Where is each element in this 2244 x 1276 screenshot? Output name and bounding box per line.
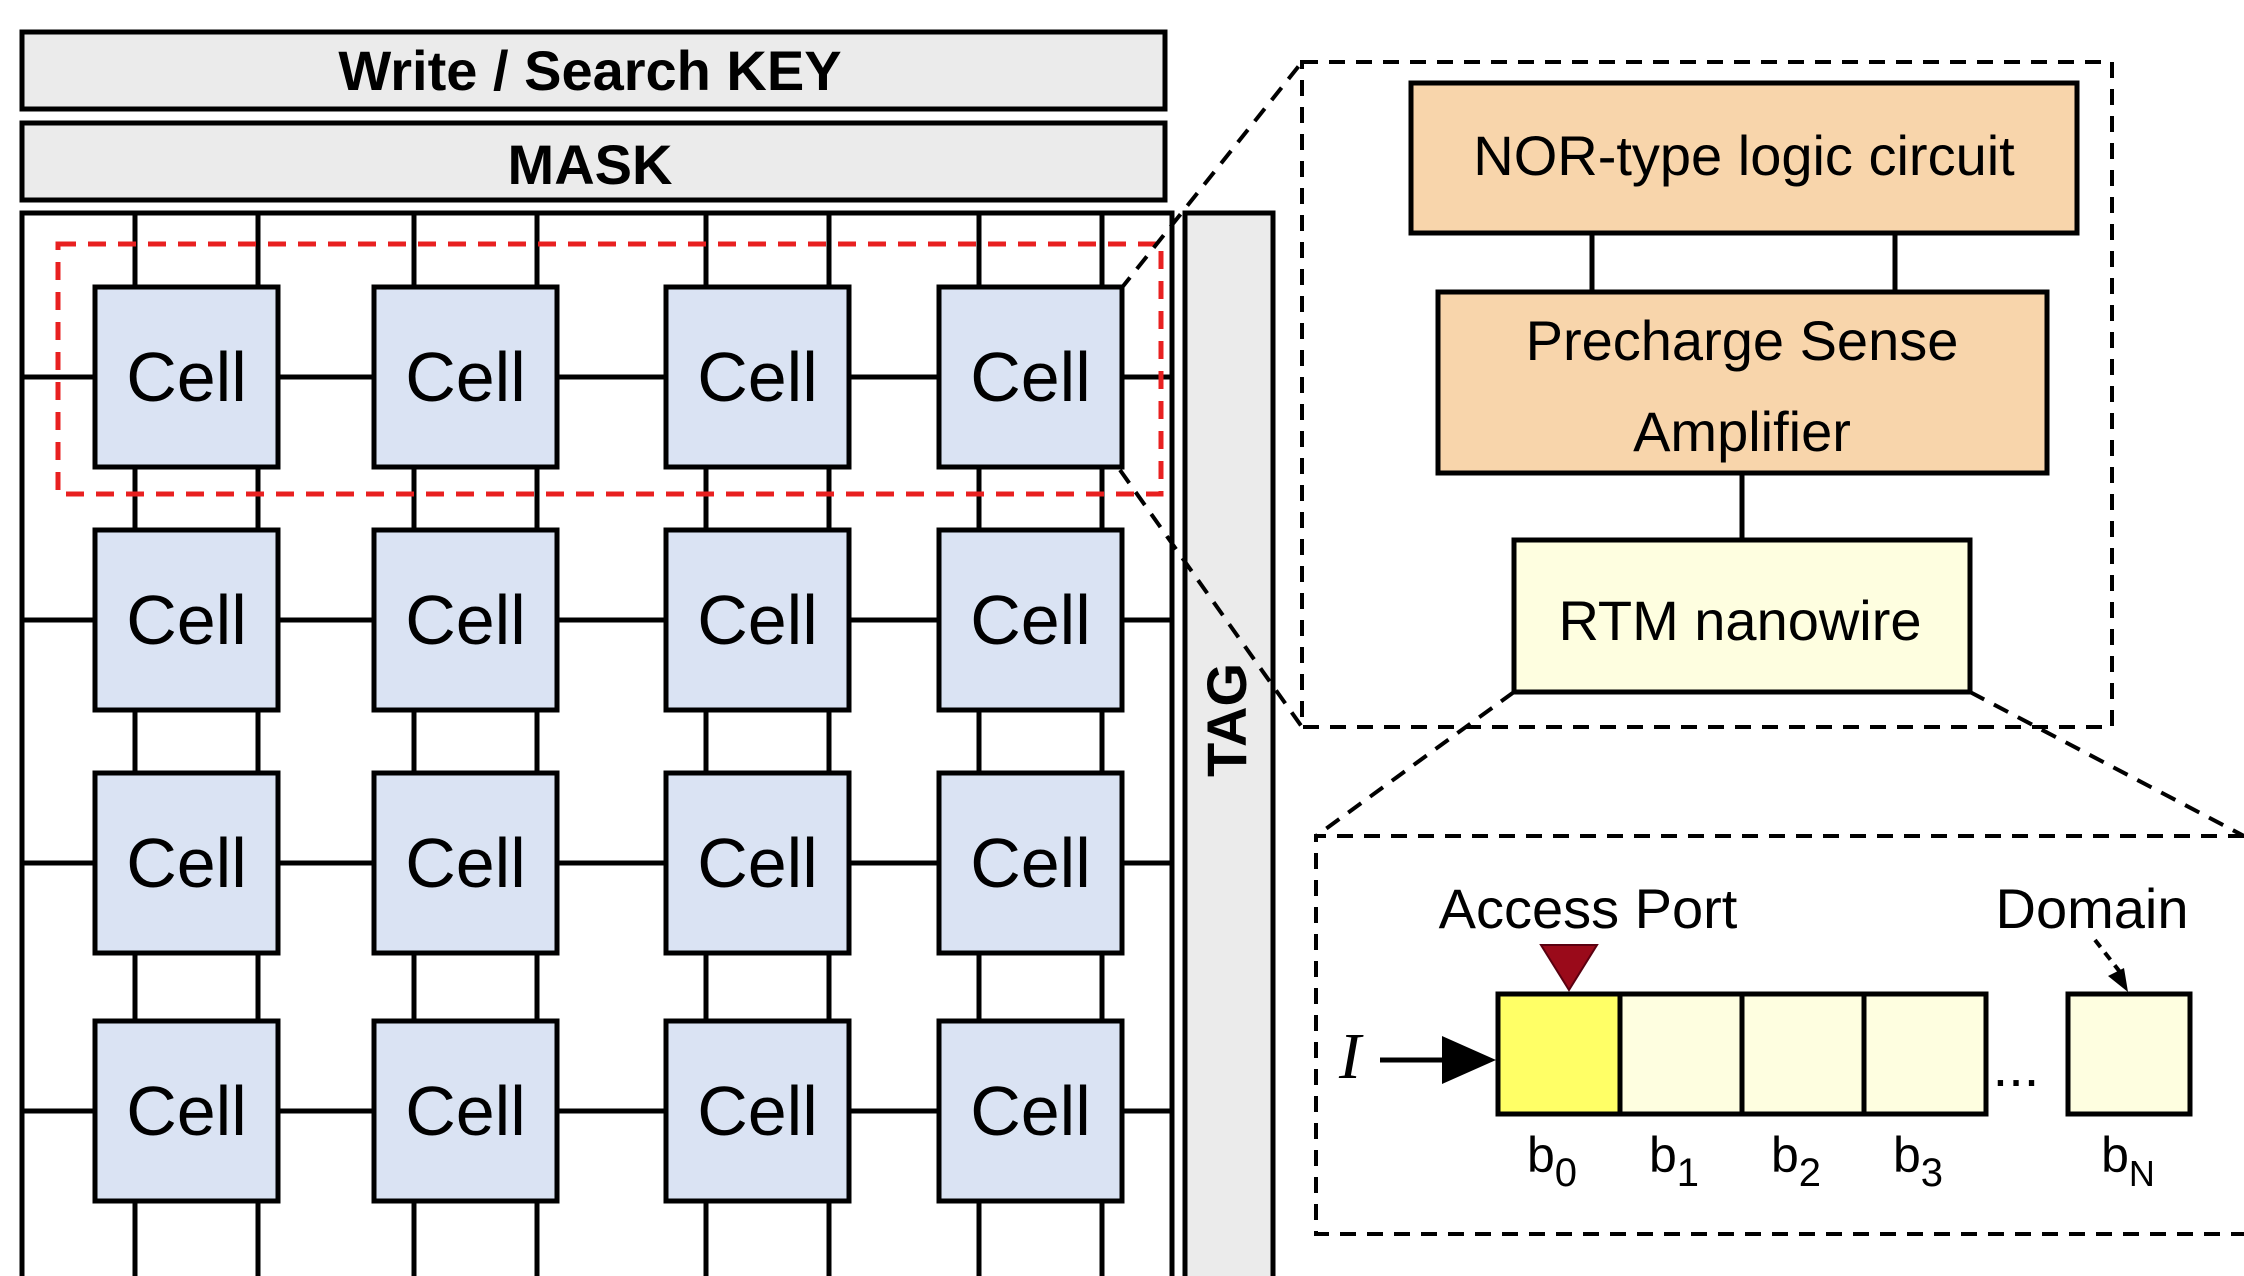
cell-label: Cell xyxy=(697,581,818,659)
domain-pointer-arrowhead xyxy=(2108,968,2128,992)
cell-r3-c3: Cell xyxy=(663,770,852,956)
zoom-line-top xyxy=(1118,60,1304,292)
cell-r1-c3: Cell xyxy=(663,284,852,470)
cell-label: Cell xyxy=(405,338,526,416)
cell-label: Cell xyxy=(697,1072,818,1150)
cell-label: Cell xyxy=(970,1072,1091,1150)
bit-domain-b2 xyxy=(1739,991,1867,1117)
bit-label-b2: b2 xyxy=(1771,1127,1821,1195)
write-search-key-bar: Write / Search KEY xyxy=(19,29,1168,112)
mask-label: MASK xyxy=(508,133,673,196)
cell-r2-c2: Cell xyxy=(371,527,560,713)
rtm-nanowire-block: RTM nanowire xyxy=(1511,537,1973,695)
bit-domain-b1 xyxy=(1617,991,1745,1117)
zoom-line-nanowire-right xyxy=(1969,690,2244,838)
cell-r4-c2: Cell xyxy=(371,1018,560,1204)
cell-r2-c1: Cell xyxy=(92,527,281,713)
cell-label: Cell xyxy=(405,824,526,902)
cell-box xyxy=(92,1018,281,1204)
cell-r2-c3: Cell xyxy=(663,527,852,713)
mask-bar: MASK xyxy=(19,120,1168,203)
bit-label-b1: b1 xyxy=(1649,1127,1699,1195)
cell-label: Cell xyxy=(405,1072,526,1150)
cell-label: Cell xyxy=(970,824,1091,902)
current-label: I xyxy=(1338,1020,1364,1093)
cell-label: Cell xyxy=(697,824,818,902)
cell-r1-c1: Cell xyxy=(92,284,281,470)
bit-label-b0: b0 xyxy=(1527,1127,1577,1195)
nor-label: NOR-type logic circuit xyxy=(1473,124,2015,187)
cell-label: Cell xyxy=(126,824,247,902)
cell-r2-c4: Cell xyxy=(936,527,1125,713)
domain-label: Domain xyxy=(1996,877,2189,940)
cell-r4-c4: Cell xyxy=(936,1018,1125,1204)
cell-box xyxy=(371,527,560,713)
tag-column: TAG xyxy=(1182,210,1276,1276)
cell-box xyxy=(936,770,1125,956)
cell-box xyxy=(663,527,852,713)
cell-box xyxy=(936,527,1125,713)
cell-box xyxy=(663,284,852,470)
psa-label-line2: Amplifier xyxy=(1633,400,1851,463)
cell-detail-panel xyxy=(1300,60,2114,729)
access-port-marker xyxy=(1539,944,1599,992)
bit-label-b3: b3 xyxy=(1893,1127,1943,1195)
cell-label: Cell xyxy=(126,1072,247,1150)
cell-box xyxy=(663,770,852,956)
cell-box xyxy=(936,284,1125,470)
cell-r1-c4: Cell xyxy=(936,284,1125,470)
bit-label-bN: bN xyxy=(2101,1127,2155,1194)
bit-domain-b3 xyxy=(1861,991,1989,1117)
cell-r1-c2: Cell xyxy=(371,284,560,470)
bit-domain-bN xyxy=(2065,991,2193,1117)
cell-box xyxy=(92,770,281,956)
cell-r4-c3: Cell xyxy=(663,1018,852,1204)
psa-label-line1: Precharge Sense xyxy=(1526,309,1959,372)
precharge-sense-amplifier-block: Precharge Sense Amplifier xyxy=(1435,289,2050,476)
current-arrowhead xyxy=(1442,1036,1496,1084)
cell-box xyxy=(936,1018,1125,1204)
key-label: Write / Search KEY xyxy=(338,39,841,102)
selected-row-highlight xyxy=(55,241,1164,497)
array-frame xyxy=(19,210,1175,1276)
cell-label: Cell xyxy=(126,581,247,659)
cell-box xyxy=(92,284,281,470)
cell-box xyxy=(371,770,560,956)
cell-label: Cell xyxy=(697,338,818,416)
cell-box xyxy=(663,1018,852,1204)
cell-r3-c4: Cell xyxy=(936,770,1125,956)
ellipsis: ... xyxy=(1993,1035,2040,1098)
cell-box xyxy=(92,527,281,713)
tag-label: TAG xyxy=(1195,663,1258,777)
cell-box xyxy=(371,284,560,470)
nor-logic-block: NOR-type logic circuit xyxy=(1408,80,2080,236)
cell-label: Cell xyxy=(970,581,1091,659)
domain-pointer-line xyxy=(2093,938,2122,974)
cell-box xyxy=(371,1018,560,1204)
access-port-label: Access Port xyxy=(1439,877,1738,940)
bit-domain-b0 xyxy=(1495,991,1623,1117)
cell-r4-c1: Cell xyxy=(92,1018,281,1204)
cell-label: Cell xyxy=(126,338,247,416)
cell-r3-c1: Cell xyxy=(92,770,281,956)
rtm-label: RTM nanowire xyxy=(1558,589,1921,652)
cell-label: Cell xyxy=(970,338,1091,416)
nanowire-detail-panel xyxy=(1314,834,2244,1236)
zoom-line-nanowire-left xyxy=(1314,690,1516,838)
cell-label: Cell xyxy=(405,581,526,659)
cell-r3-c2: Cell xyxy=(371,770,560,956)
